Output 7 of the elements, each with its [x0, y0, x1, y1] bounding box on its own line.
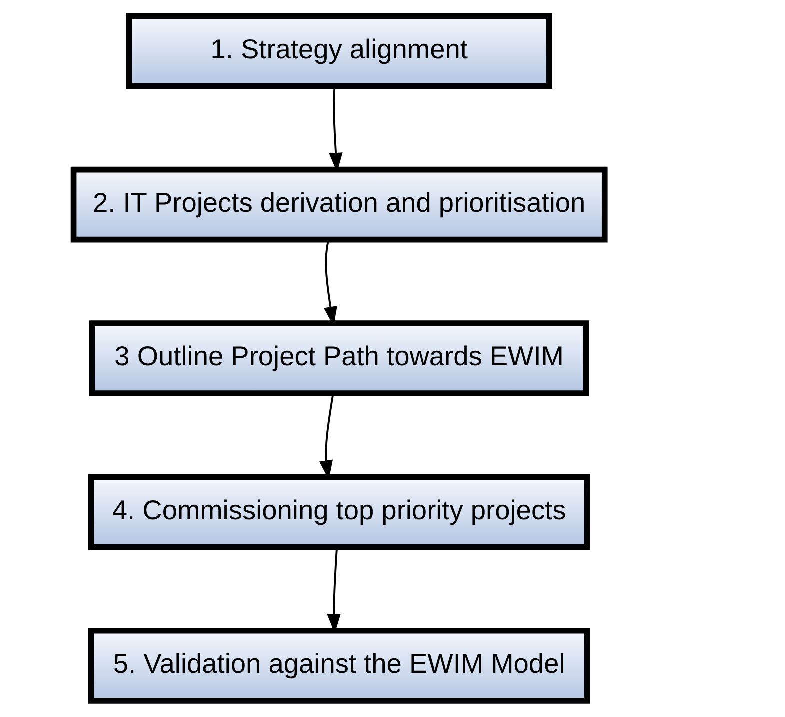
node-box: 3 Outline Project Path towards EWIM: [88, 320, 589, 396]
arrow: [323, 240, 337, 326]
node-box: 2. IT Projects derivation and prioritisation: [70, 166, 608, 243]
node-box: 5. Validation against the EWIM Model: [88, 628, 590, 704]
node-box: 1. Strategy alignment: [126, 13, 552, 90]
node-box: 4. Commissioning top priority projects: [88, 474, 590, 550]
arrow: [326, 547, 340, 634]
